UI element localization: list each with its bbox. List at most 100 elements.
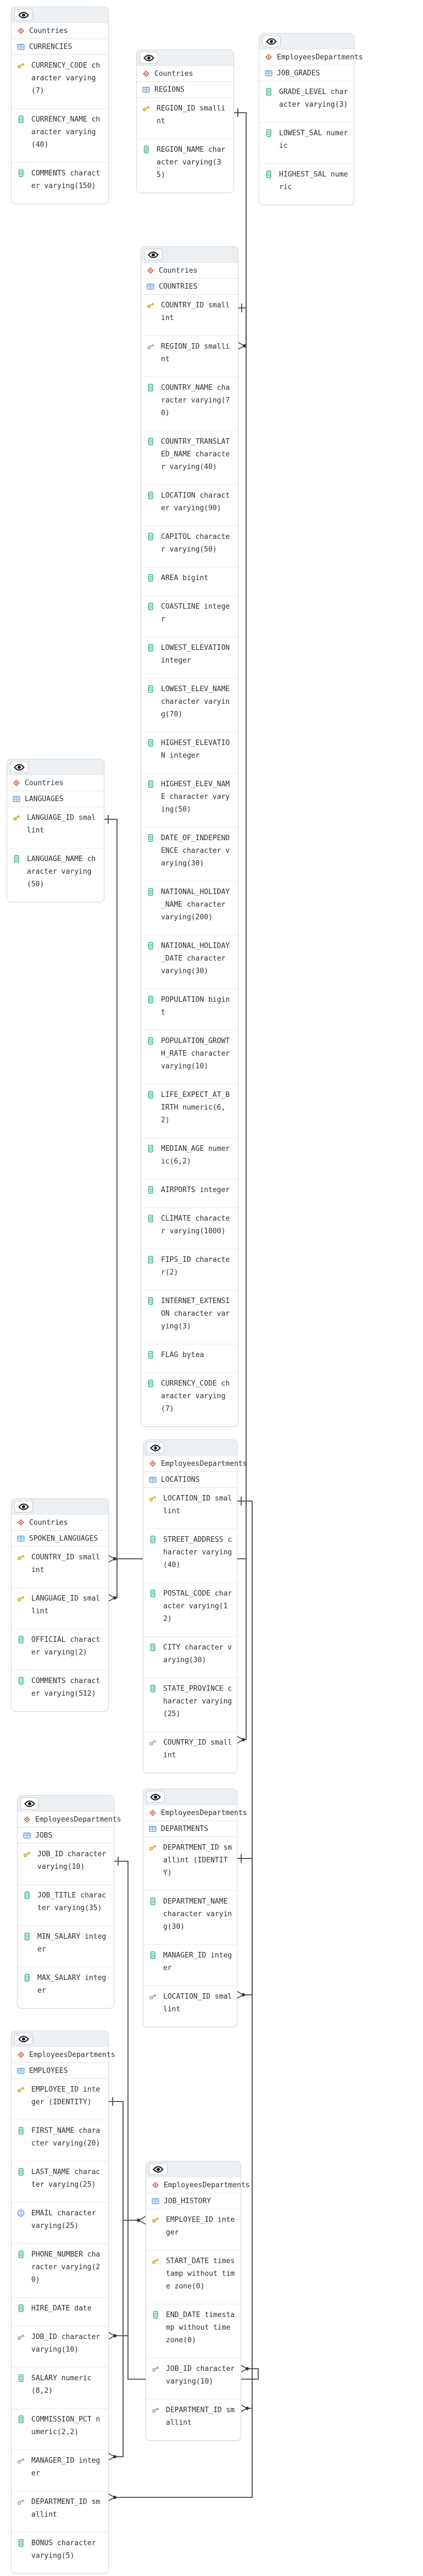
column-row-PHONE_NUMBER[interactable]: PHONE_NUMBER character varying(20) [12,2244,108,2298]
column-type: character varying(70) [161,698,230,719]
column-type: character varying(90) [161,492,230,512]
column-row-COMMENTS[interactable]: COMMENTS character varying(150) [12,163,108,203]
column-row-SALARY[interactable]: SALARY numeric(8,2) [12,2368,108,2409]
column-row-CAPITOL[interactable]: CAPITOL character varying(50) [141,526,238,567]
column-row-FIRST_NAME[interactable]: FIRST_NAME character varying(20) [12,2120,108,2161]
column-row-LIFE_EXPECT_AT_BIRTH[interactable]: LIFE_EXPECT_AT_BIRTH numeric(6,2) [141,1084,238,1138]
column-row-HIGHEST_ELEVATION[interactable]: HIGHEST_ELEVATION integer [141,732,238,774]
column-row-JOB_ID[interactable]: JOB_ID character varying(10) [18,1844,114,1885]
column-row-END_DATE[interactable]: END_DATE timestamp without time zone(0) [146,2304,241,2358]
visibility-toggle-button[interactable] [14,2033,33,2045]
column-row-LOWEST_SAL[interactable]: LOWEST_SAL numeric [259,123,354,164]
table-name: CURRENCIES [29,42,73,51]
column-type: smallint [163,1494,232,1515]
column-type: integer [166,2216,235,2237]
column-row-START_DATE[interactable]: START_DATE timestamp without time zone(0… [146,2250,241,2304]
column-row-DATE_OF_INDEPENDENCE[interactable]: DATE_OF_INDEPENDENCE character varying(3… [141,828,238,881]
column-row-HIRE_DATE[interactable]: HIRE_DATE date [12,2298,108,2326]
column-row-COUNTRY_ID[interactable]: COUNTRY_ID smallint [12,1547,108,1588]
visibility-toggle-button[interactable] [20,1797,39,1810]
column-row-CURRENCY_CODE[interactable]: CURRENCY_CODE character varying(7) [141,1373,238,1426]
visibility-toggle-button[interactable] [262,35,281,47]
column-row-OFFICIAL[interactable]: OFFICIAL character varying(2) [12,1629,108,1670]
column-row-COUNTRY_ID[interactable]: COUNTRY_ID smallint [143,1732,237,1773]
column-row-NATIONAL_HOLIDAY_NAME[interactable]: NATIONAL_HOLIDAY_NAME character varying(… [141,881,238,935]
column-row-HIGHEST_SAL[interactable]: HIGHEST_SAL numeric [259,164,354,205]
column-row-JOB_ID[interactable]: JOB_ID character varying(10) [146,2358,241,2400]
table-name-row: JOB_HISTORY [146,2193,241,2209]
column-row-DEPARTMENT_ID[interactable]: DEPARTMENT_ID smallint [146,2400,241,2440]
column-row-COMMISSION_PCT[interactable]: COMMISSION_PCT numeric(2,2) [12,2409,108,2450]
column-row-FIPS_ID[interactable]: FIPS_ID character(2) [141,1249,238,1290]
green-column-icon [18,115,24,123]
column-row-MANAGER_ID[interactable]: MANAGER_ID integer [143,1945,237,1986]
column-row-JOB_TITLE[interactable]: JOB_TITLE character varying(35) [18,1885,114,1926]
column-type: character varying(50) [27,855,96,889]
column-row-POSTAL_CODE[interactable]: POSTAL_CODE character varying(12) [143,1583,237,1637]
column-row-REGION_ID[interactable]: REGION_ID smallint [141,336,238,377]
column-row-STATE_PROVINCE[interactable]: STATE_PROVINCE character varying(25) [143,1678,237,1732]
column-row-STREET_ADDRESS[interactable]: STREET_ADDRESS character varying(40) [143,1529,237,1583]
column-row-DEPARTMENT_NAME[interactable]: DEPARTMENT_NAME character varying(30) [143,1891,237,1945]
visibility-toggle-button[interactable] [14,9,33,21]
column-row-COUNTRY_TRANSLATED_NAME[interactable]: COUNTRY_TRANSLATED_NAME character varyin… [141,431,238,485]
column-row-DEPARTMENT_ID[interactable]: DEPARTMENT_ID smallint [12,2491,108,2533]
red-diamond-icon [265,54,272,60]
column-row-LOWEST_ELEV_NAME[interactable]: LOWEST_ELEV_NAME character varying(70) [141,679,238,732]
visibility-toggle-button[interactable] [10,761,29,773]
column-row-EMPLOYEE_ID[interactable]: EMPLOYEE_ID integer (IDENTITY) [12,2079,108,2120]
column-row-COMMENTS[interactable]: COMMENTS character varying(512) [12,1670,108,1711]
column-row-POPULATION[interactable]: POPULATION bigint [141,989,238,1030]
column-row-LAST_NAME[interactable]: LAST_NAME character varying(25) [12,2161,108,2203]
visibility-toggle-button[interactable] [146,1442,165,1454]
column-row-NATIONAL_HOLIDAY_DATE[interactable]: NATIONAL_HOLIDAY_DATE character varying(… [141,935,238,989]
column-row-LANGUAGE_ID[interactable]: LANGUAGE_ID smallint [12,1588,108,1629]
table-name-row: JOBS [18,1828,114,1844]
column-row-INTERNET_EXTENSION[interactable]: INTERNET_EXTENSION character varying(3) [141,1290,238,1344]
visibility-toggle-button[interactable] [144,249,163,261]
column-row-CURRENCY_CODE[interactable]: CURRENCY_CODE character varying(7) [12,55,108,109]
column-type: smallint [163,1993,232,2014]
column-row-LOCATION_ID[interactable]: LOCATION_ID smallint [143,1488,237,1529]
column-row-LOCATION[interactable]: LOCATION character varying(90) [141,485,238,526]
column-row-HIGHEST_ELEV_NAME[interactable]: HIGHEST_ELEV_NAME character varying(50) [141,774,238,828]
column-type: character varying(5) [31,2539,96,2560]
visibility-toggle-button[interactable] [146,1791,165,1803]
column-row-REGION_ID[interactable]: REGION_ID smallint [137,98,233,139]
column-row-LOCATION_ID[interactable]: LOCATION_ID smallint [143,1986,237,2027]
column-row-CITY[interactable]: CITY character varying(30) [143,1637,237,1678]
green-column-icon [148,1297,153,1305]
column-row-COUNTRY_ID[interactable]: COUNTRY_ID smallint [141,295,238,336]
column-row-LANGUAGE_NAME[interactable]: LANGUAGE_NAME character varying(50) [7,848,104,902]
column-row-MAX_SALARY[interactable]: MAX_SALARY integer [18,1967,114,2008]
gold-key-icon [149,1496,157,1502]
visibility-toggle-button[interactable] [140,52,158,64]
column-row-LANGUAGE_ID[interactable]: LANGUAGE_ID smallint [7,807,104,848]
unique-one-icon: 1 [17,2209,25,2217]
column-row-COASTLINE[interactable]: COASTLINE integer [141,596,238,637]
green-column-icon [150,1685,155,1692]
visibility-toggle-button[interactable] [149,2163,168,2175]
column-row-BONUS[interactable]: BONUS character varying(5) [12,2533,108,2573]
green-column-icon [18,2168,24,2176]
column-row-MIN_SALARY[interactable]: MIN_SALARY integer [18,1926,114,1967]
column-row-CLIMATE[interactable]: CLIMATE character varying(1000) [141,1208,238,1249]
column-row-GRADE_LEVEL[interactable]: GRADE_LEVEL character varying(3) [259,81,354,123]
column-row-REGION_NAME[interactable]: REGION_NAME character varying(35) [137,139,233,192]
visibility-toggle-button[interactable] [14,1501,33,1513]
column-row-CURRENCY_NAME[interactable]: CURRENCY_NAME character varying(40) [12,109,108,163]
eye-icon [153,2166,164,2172]
column-row-COUNTRY_NAME[interactable]: COUNTRY_NAME character varying(70) [141,377,238,431]
column-row-MEDIAN_AGE[interactable]: MEDIAN_AGE numeric(6,2) [141,1138,238,1179]
schema-name: Countries [154,69,193,78]
column-row-MANAGER_ID[interactable]: MANAGER_ID integer [12,2450,108,2491]
column-row-POPULATION_GROWTH_RATE[interactable]: POPULATION_GROWTH_RATE character varying… [141,1030,238,1084]
column-row-EMPLOYEE_ID[interactable]: EMPLOYEE_ID integer [146,2209,241,2250]
column-row-DEPARTMENT_ID[interactable]: DEPARTMENT_ID smallint (IDENTITY) [143,1837,237,1891]
column-row-FLAG[interactable]: FLAG bytea [141,1344,238,1373]
column-row-AREA[interactable]: AREA bigint [141,567,238,596]
column-row-JOB_ID[interactable]: JOB_ID character varying(10) [12,2326,108,2368]
column-row-AIRPORTS[interactable]: AIRPORTS integer [141,1179,238,1208]
column-row-LOWEST_ELEVATION[interactable]: LOWEST_ELEVATION integer [141,637,238,679]
